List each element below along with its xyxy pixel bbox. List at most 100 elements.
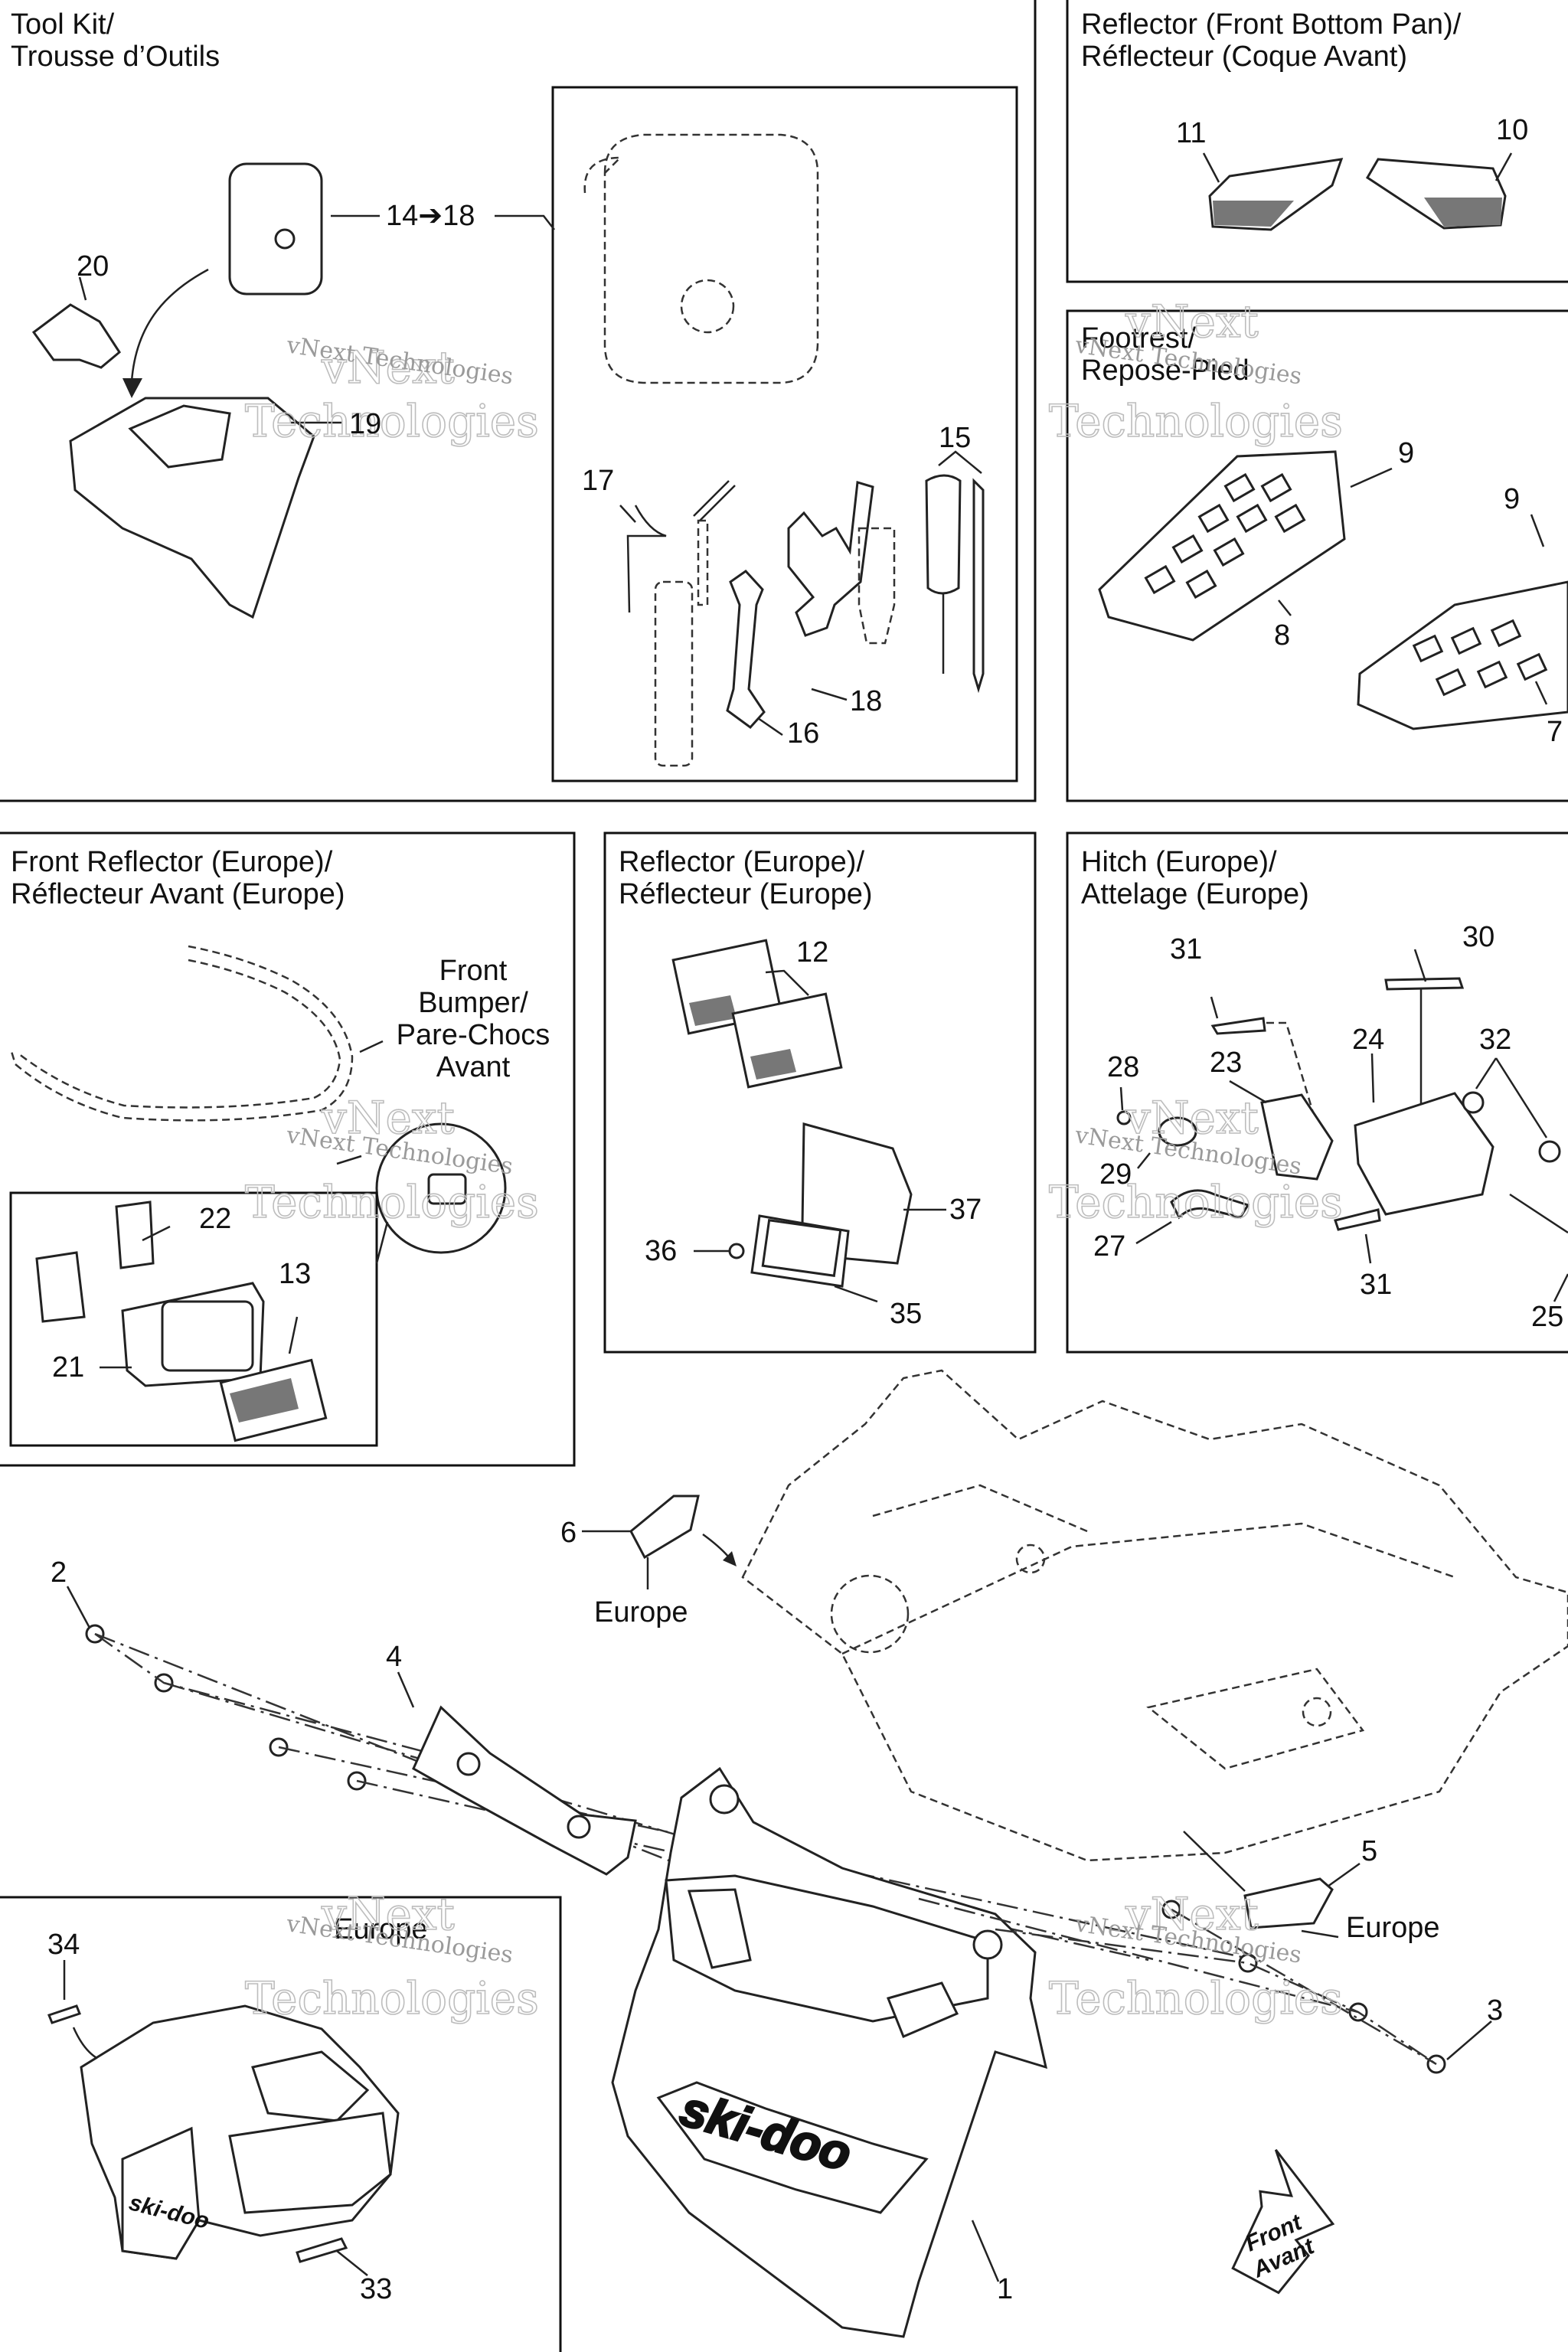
callout-20: 20 <box>77 250 109 283</box>
callout-22: 22 <box>199 1203 231 1235</box>
bumper-hole-left <box>709 1784 740 1815</box>
leader-30 <box>1413 949 1427 982</box>
leader-29 <box>1137 1152 1151 1169</box>
callout-35: 35 <box>890 1298 922 1330</box>
pouch-emblem <box>680 279 735 334</box>
chassis-tunnel-line <box>872 1484 1088 1533</box>
extension-bar <box>654 580 694 767</box>
arrow-6-to-chassis <box>702 1533 730 1558</box>
reflector-europe-illustration <box>671 939 946 1303</box>
label-34 <box>47 2004 81 2024</box>
leader-28 <box>1119 1086 1124 1111</box>
europe-inset-title: Europe <box>334 1913 428 1945</box>
reflector-35-face <box>761 1219 842 1277</box>
tool-holder-clip <box>31 303 121 369</box>
tool-pouch-large <box>603 133 819 384</box>
callout-15: 15 <box>939 422 971 454</box>
leader-europe-5 <box>1301 1929 1339 1939</box>
callout-23: 23 <box>1210 1047 1242 1079</box>
chassis-recess <box>1146 1668 1365 1770</box>
inset-sled-hood <box>251 2050 370 2122</box>
bumper-logo-panel <box>656 2081 929 2214</box>
bumper-grip-right <box>886 1981 959 2038</box>
arrow-pouch-to-holder <box>130 268 209 382</box>
reflector-bottom-pan-frame <box>1066 0 1568 283</box>
footrest-right-7 <box>1357 580 1568 730</box>
reflector-5 <box>1243 1877 1334 1929</box>
bracket-left <box>35 1251 86 1323</box>
watermark-6-line1: vNext <box>1125 1888 1259 1940</box>
leader-14-18-right <box>495 214 555 230</box>
leader-20 <box>78 276 87 301</box>
arrow-head-pouch <box>122 378 142 398</box>
callout-27: 27 <box>1093 1230 1125 1263</box>
note-europe-6: Europe <box>594 1596 688 1628</box>
reflector-pan-title-fr: Réflecteur (Coque Avant) <box>1081 41 1407 73</box>
screwdriver-handle <box>925 474 962 595</box>
callout-31b: 31 <box>1360 1269 1392 1301</box>
hitch-title-en: Hitch (Europe)/ <box>1081 846 1277 878</box>
allen-key-small <box>693 480 736 521</box>
callout-9a: 9 <box>1398 437 1414 469</box>
hair-pin-27 <box>1170 1189 1250 1220</box>
europe-inset-illustration: ski-doo <box>47 1960 400 2276</box>
pouch-logo <box>274 228 296 250</box>
note-bumper-line1: Front <box>439 955 508 987</box>
leader-35 <box>834 1285 878 1303</box>
callout-37: 37 <box>949 1194 982 1226</box>
leader-32 <box>1475 1057 1548 1138</box>
allen-key-shaft <box>697 519 709 606</box>
watermark-4-line1: vNext <box>1125 1092 1259 1144</box>
reflector-11-mesh <box>1213 201 1294 227</box>
leader-bumper <box>359 1040 384 1054</box>
leader-27 <box>1135 1220 1172 1245</box>
front-bumper-outline <box>9 945 354 1122</box>
note-europe-5: Europe <box>1346 1912 1440 1944</box>
tool-kit-holder <box>69 397 315 619</box>
tool-pouch-small <box>228 162 323 296</box>
leader-magnifier <box>336 1155 362 1165</box>
inset-sled-side <box>228 2112 392 2214</box>
tool-kit-inner-frame <box>551 86 1018 782</box>
leader-7 <box>1534 681 1548 705</box>
callout-29: 29 <box>1099 1158 1132 1191</box>
note-bumper-line4: Avant <box>436 1051 511 1083</box>
watermark-6-line2: Technologies <box>1049 1972 1343 2024</box>
europe-inset-frame <box>0 1896 562 2352</box>
leader-31b <box>1364 1233 1372 1264</box>
chassis-outline <box>741 1369 1568 1862</box>
bracket-22 <box>115 1200 155 1269</box>
bumper-grip-left <box>688 1888 752 1969</box>
reflector-6 <box>629 1494 700 1560</box>
front-reflector-title-en: Front Reflector (Europe)/ <box>11 846 333 878</box>
front-reflector-illustration <box>9 945 507 1447</box>
leader-17 <box>619 505 636 523</box>
footrest-8-holes <box>1144 472 1306 599</box>
leader-31a <box>1210 996 1219 1019</box>
front-reflector-title-fr: Réflecteur Avant (Europe) <box>11 878 345 910</box>
leader-10 <box>1494 152 1513 181</box>
footrest-illustration <box>1098 450 1568 730</box>
fastener-paths-right <box>918 1897 1437 2066</box>
allen-key <box>626 505 667 613</box>
leader-13 <box>288 1316 299 1354</box>
note-bumper-line2: Bumper/ <box>418 987 528 1019</box>
label-30 <box>1384 977 1465 991</box>
watermark-5-line2: Technologies <box>245 1972 539 2024</box>
callout-9b: 9 <box>1504 483 1520 515</box>
callout-numbers: 1 2 3 4 5 6 7 8 9 9 10 11 12 13 14➔18 15… <box>47 114 1563 2305</box>
hitch-frame <box>1066 831 1568 1354</box>
hitch-bracket-24 <box>1354 1092 1494 1216</box>
hitch-pin-23 <box>1260 1093 1334 1181</box>
arrow-34 <box>72 2027 100 2061</box>
callout-32: 32 <box>1479 1024 1511 1056</box>
spark-plug-spanner <box>787 481 874 637</box>
chassis-hole-b <box>1302 1697 1332 1727</box>
washer-28 <box>1158 1116 1197 1147</box>
bumper-upper-cavity <box>665 1874 989 2023</box>
callout-11: 11 <box>1176 117 1206 149</box>
callout-14-18: 14➔18 <box>386 200 475 232</box>
leader-25 <box>1553 1273 1568 1302</box>
callout-21: 21 <box>52 1351 84 1383</box>
watermark-5-line1: vNext <box>321 1888 455 1940</box>
